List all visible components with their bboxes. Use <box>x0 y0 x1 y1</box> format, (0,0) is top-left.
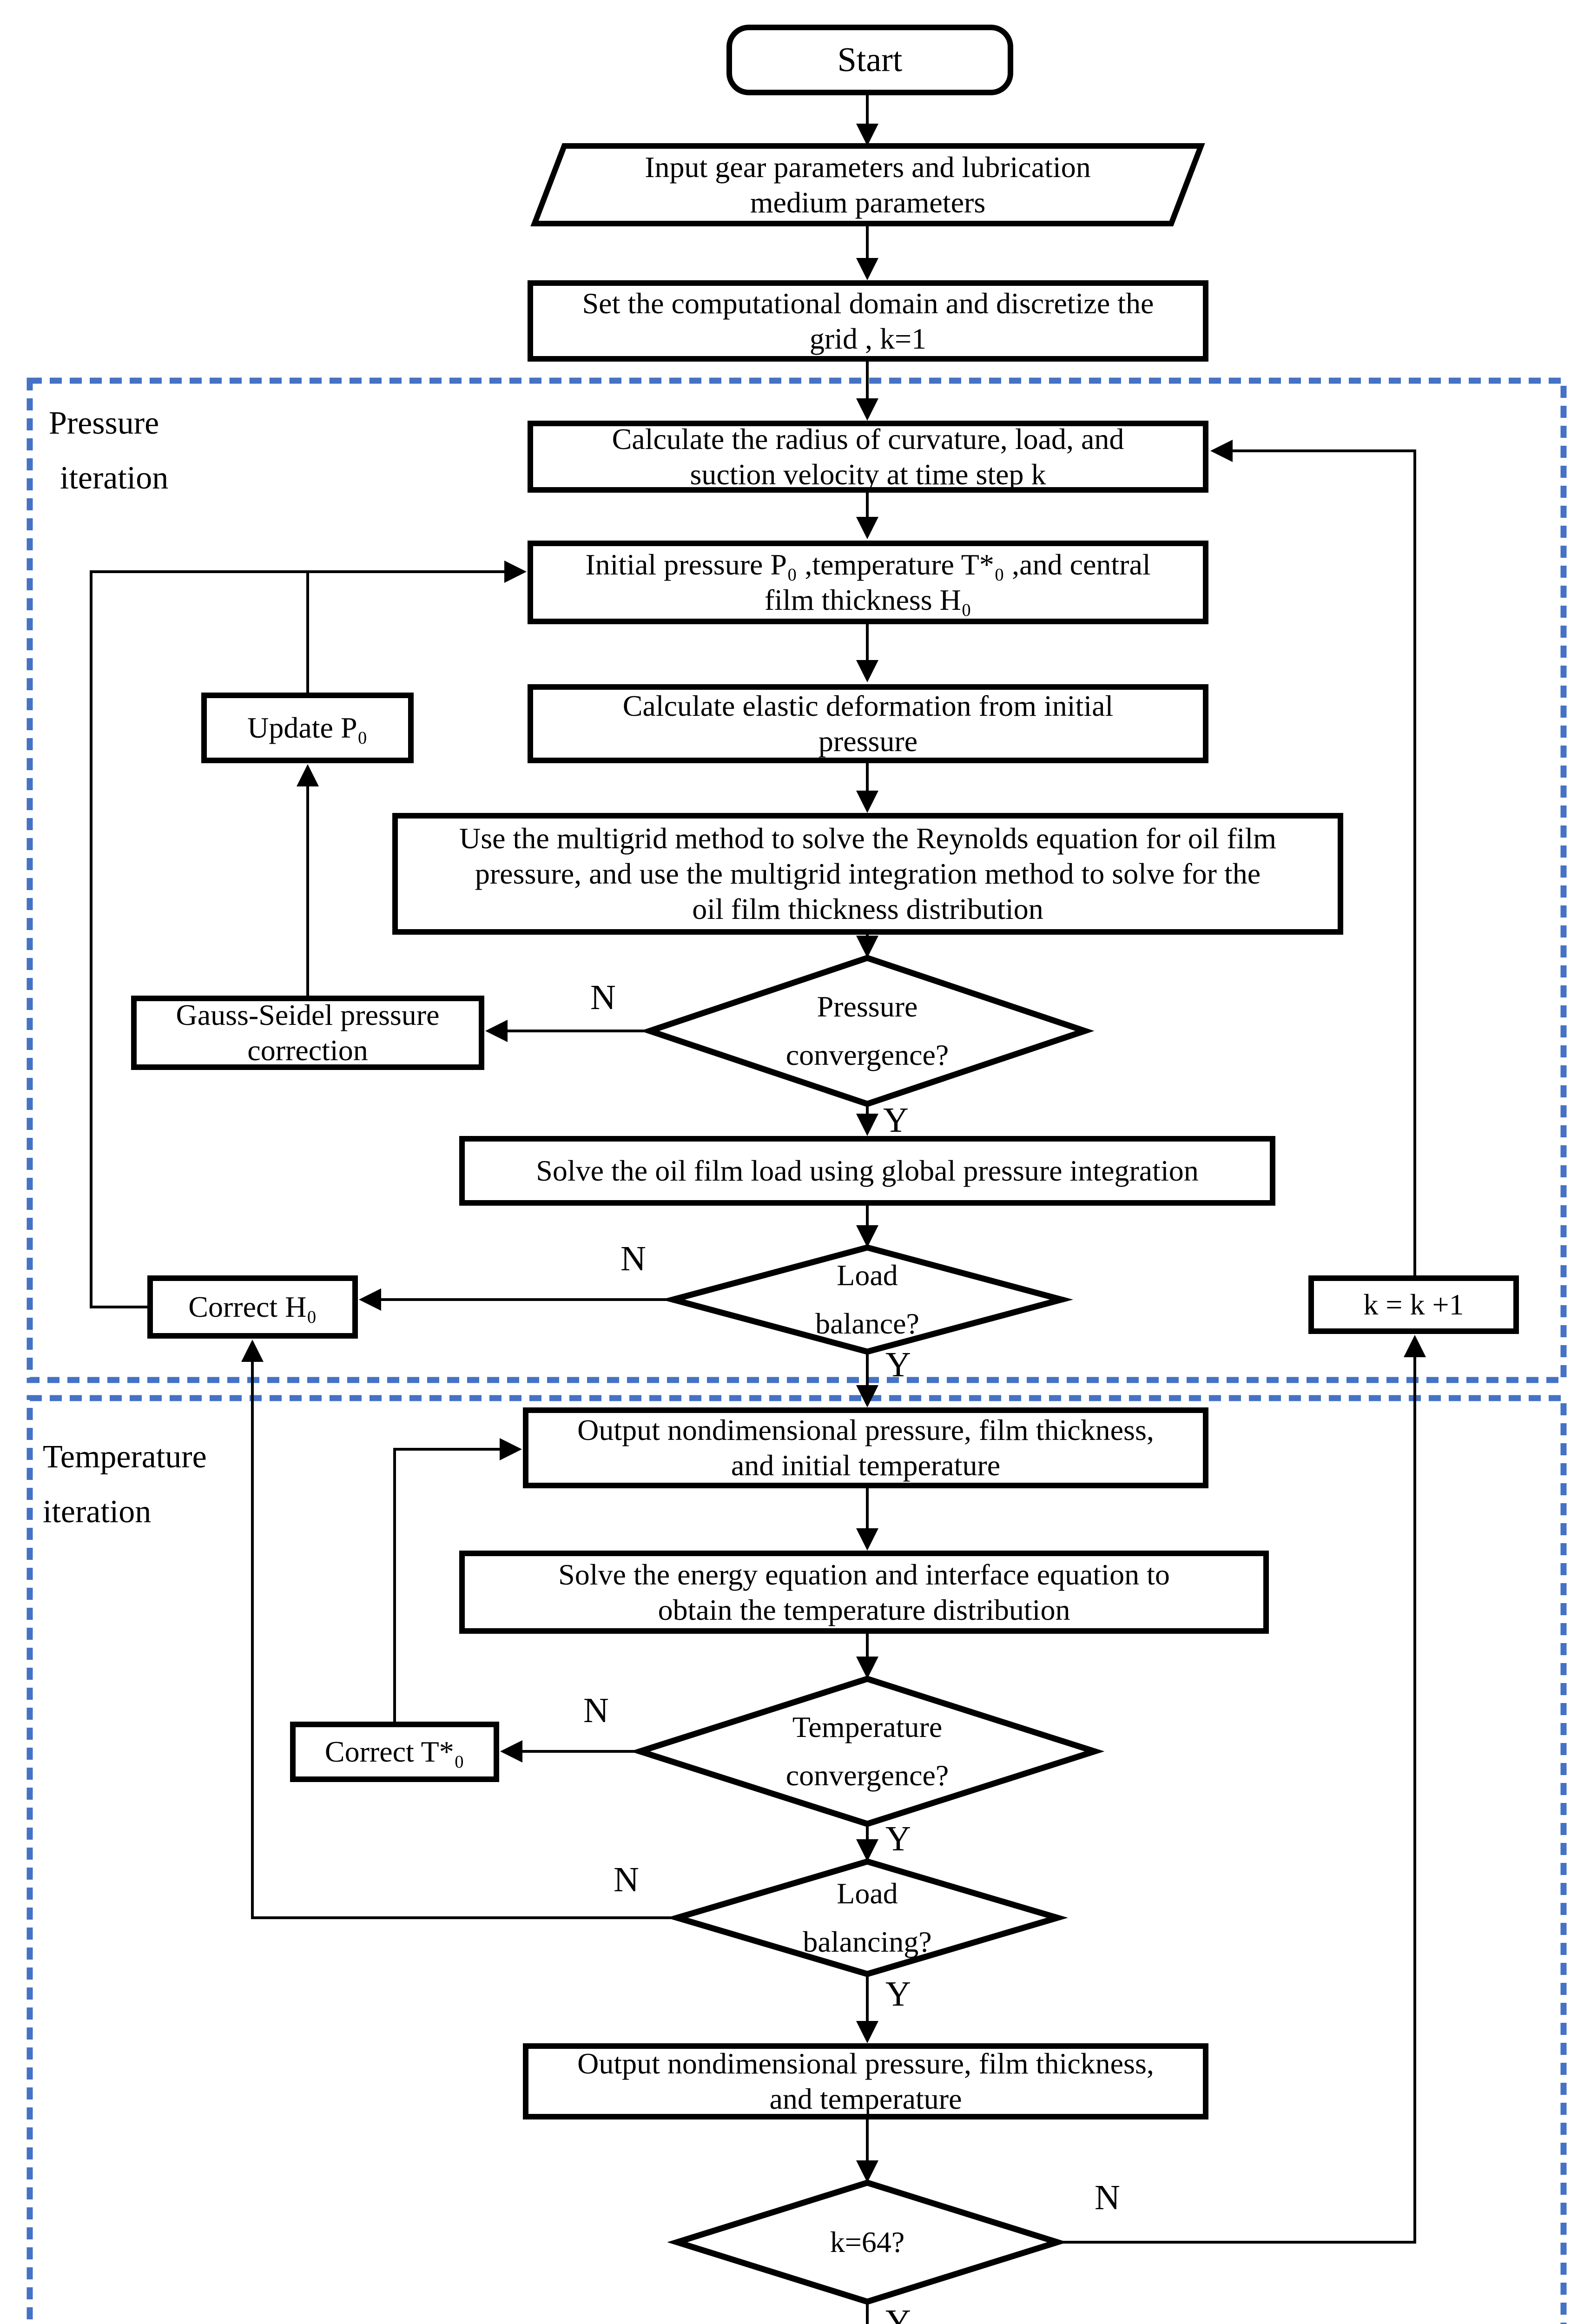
k-check-no-label: N <box>1095 2178 1120 2217</box>
gauss-seidel-node: Gauss-Seidel pressure correction <box>131 996 484 1070</box>
initial-pressure-node: Initial pressure P₀ ,temperature T*₀ ,an… <box>528 541 1208 624</box>
calc-elastic-node: Calculate elastic deformation from initi… <box>528 684 1208 763</box>
correct-t0-node: Correct T*₀ <box>290 1722 499 1782</box>
k-check-diamond-shape <box>667 2179 1068 2305</box>
update-p0-node: Update P₀ <box>201 693 414 763</box>
set-domain-node: Set the computational domain and discret… <box>528 280 1208 362</box>
k-increment-node: k = k +1 <box>1308 1275 1519 1334</box>
start-node: Start <box>726 25 1013 95</box>
temperature-convergence-no-label: N <box>583 1691 609 1730</box>
edge-correcth0-feedback-to-initpressure <box>90 561 527 1308</box>
temperature-convergence-yes-label: Y <box>885 1819 911 1858</box>
edge-kcheck-no-to-kincrement <box>1057 1335 1426 2244</box>
correct-h0-node: Correct H₀ <box>147 1275 358 1339</box>
edge-correctt0-feedback-to-outputinitial <box>393 1438 522 1722</box>
output-initial-node: Output nondimensional pressure, film thi… <box>523 1407 1208 1488</box>
load-balance-diamond-shape <box>661 1244 1074 1355</box>
temperature-convergence-node: Temperature convergence? <box>785 1710 949 1792</box>
pressure-convergence-yes-label: Y <box>883 1101 909 1140</box>
pressure-convergence-diamond-shape <box>640 955 1095 1107</box>
input-parallelogram-shape <box>530 143 1205 226</box>
temperature-iteration-frame <box>26 1395 1567 2324</box>
load-balancing-node: Load balancing? <box>803 1877 932 1958</box>
k-check-yes-label: Y <box>885 2303 911 2324</box>
output-final-node: Output nondimensional pressure, film thi… <box>523 2043 1208 2119</box>
load-balancing-yes-label: Y <box>885 1974 911 2014</box>
multigrid-node: Use the multigrid method to solve the Re… <box>392 813 1343 935</box>
load-balancing-diamond-shape <box>667 1858 1068 1977</box>
load-balance-node: Load balance? <box>815 1259 919 1340</box>
edge-kincrement-to-calcradius <box>1210 440 1416 1275</box>
load-balance-no-label: N <box>620 1239 646 1278</box>
temperature-iteration-label: Temperature iteration <box>43 1439 207 1530</box>
solve-load-node: Solve the oil film load using global pre… <box>459 1136 1275 1206</box>
pressure-convergence-no-label: N <box>590 978 616 1017</box>
pressure-iteration-label: Pressure iteration <box>49 405 169 496</box>
temperature-convergence-diamond-shape <box>630 1676 1105 1827</box>
pressure-iteration-frame <box>26 377 1567 1383</box>
solve-energy-node: Solve the energy equation and interface … <box>459 1551 1269 1634</box>
load-balance-yes-label: Y <box>885 1345 911 1384</box>
pressure-convergence-node: Pressure convergence? <box>785 990 949 1071</box>
input-params-node: Input gear parameters and lubrication me… <box>645 150 1091 219</box>
k-check-node: k=64? <box>830 2225 905 2258</box>
calc-radius-node: Calculate the radius of curvature, load,… <box>528 421 1208 493</box>
load-balancing-no-label: N <box>614 1860 639 1899</box>
edge-loadbalancing-no-to-correcth0 <box>241 1340 677 1919</box>
